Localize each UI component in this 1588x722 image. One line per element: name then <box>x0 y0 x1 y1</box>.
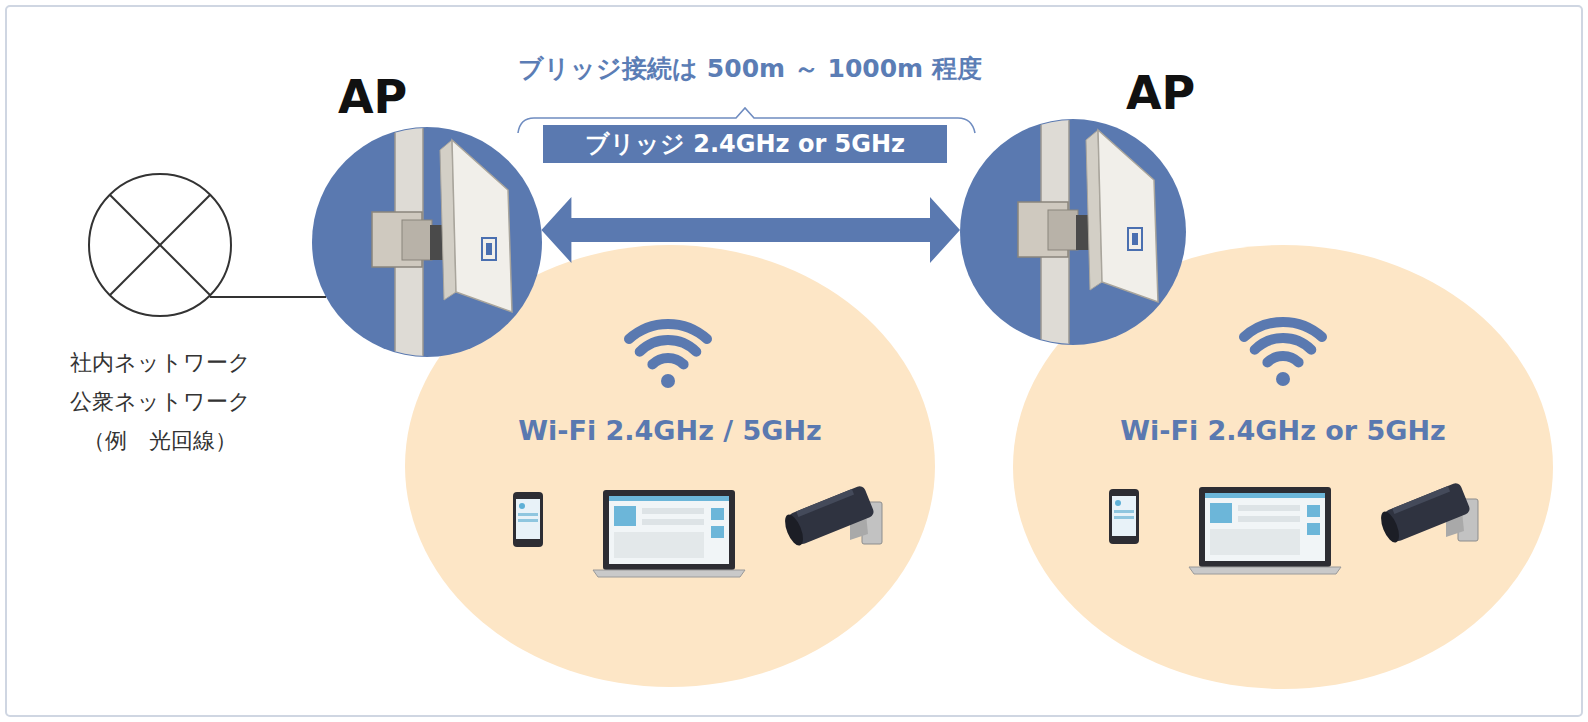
node-text: Wi-Fi 2.4GHz / 5GHz <box>405 415 935 446</box>
node-text: AP <box>1126 67 1195 119</box>
ap-antenna <box>372 110 512 380</box>
node-text: Wi-Fi 2.4GHz or 5GHz <box>1013 415 1553 446</box>
text-holder: AP <box>338 71 407 123</box>
text-holder: AP <box>1126 67 1195 119</box>
devices <box>513 484 882 577</box>
network-circle: 社内ネットワーク 公衆ネットワーク （例 光回線） <box>88 173 232 317</box>
wifi-dot <box>1276 372 1290 386</box>
label-holder: ブリッジ接続は 500m ～ 1000m 程度 <box>0 52 1500 85</box>
bridge-arrow <box>541 197 960 263</box>
network-circle-shape <box>88 173 232 317</box>
bridge-band: ブリッジ 2.4GHz or 5GHz <box>543 125 947 163</box>
node-text: ブリッジ 2.4GHz or 5GHz <box>543 128 947 160</box>
text-holder: Wi-Fi 2.4GHz or 5GHz <box>1013 415 1553 446</box>
wifi-dot <box>661 374 675 388</box>
span-bracket <box>518 108 975 133</box>
ap-antenna <box>1018 100 1158 370</box>
devices <box>1109 481 1478 574</box>
text-holder: 社内ネットワーク 公衆ネットワーク （例 光回線） <box>60 343 260 460</box>
wifi-icon <box>629 324 707 364</box>
text-holder: ブリッジ 2.4GHz or 5GHz <box>543 128 947 160</box>
node-text: AP <box>338 71 407 123</box>
frame-border <box>6 6 1582 716</box>
wifi-icon <box>1244 322 1322 362</box>
distance-note: ブリッジ接続は 500m ～ 1000m 程度 <box>0 52 1500 85</box>
link-line <box>210 296 326 298</box>
node-text: 社内ネットワーク 公衆ネットワーク （例 光回線） <box>60 343 260 460</box>
text-holder: Wi-Fi 2.4GHz / 5GHz <box>405 415 935 446</box>
